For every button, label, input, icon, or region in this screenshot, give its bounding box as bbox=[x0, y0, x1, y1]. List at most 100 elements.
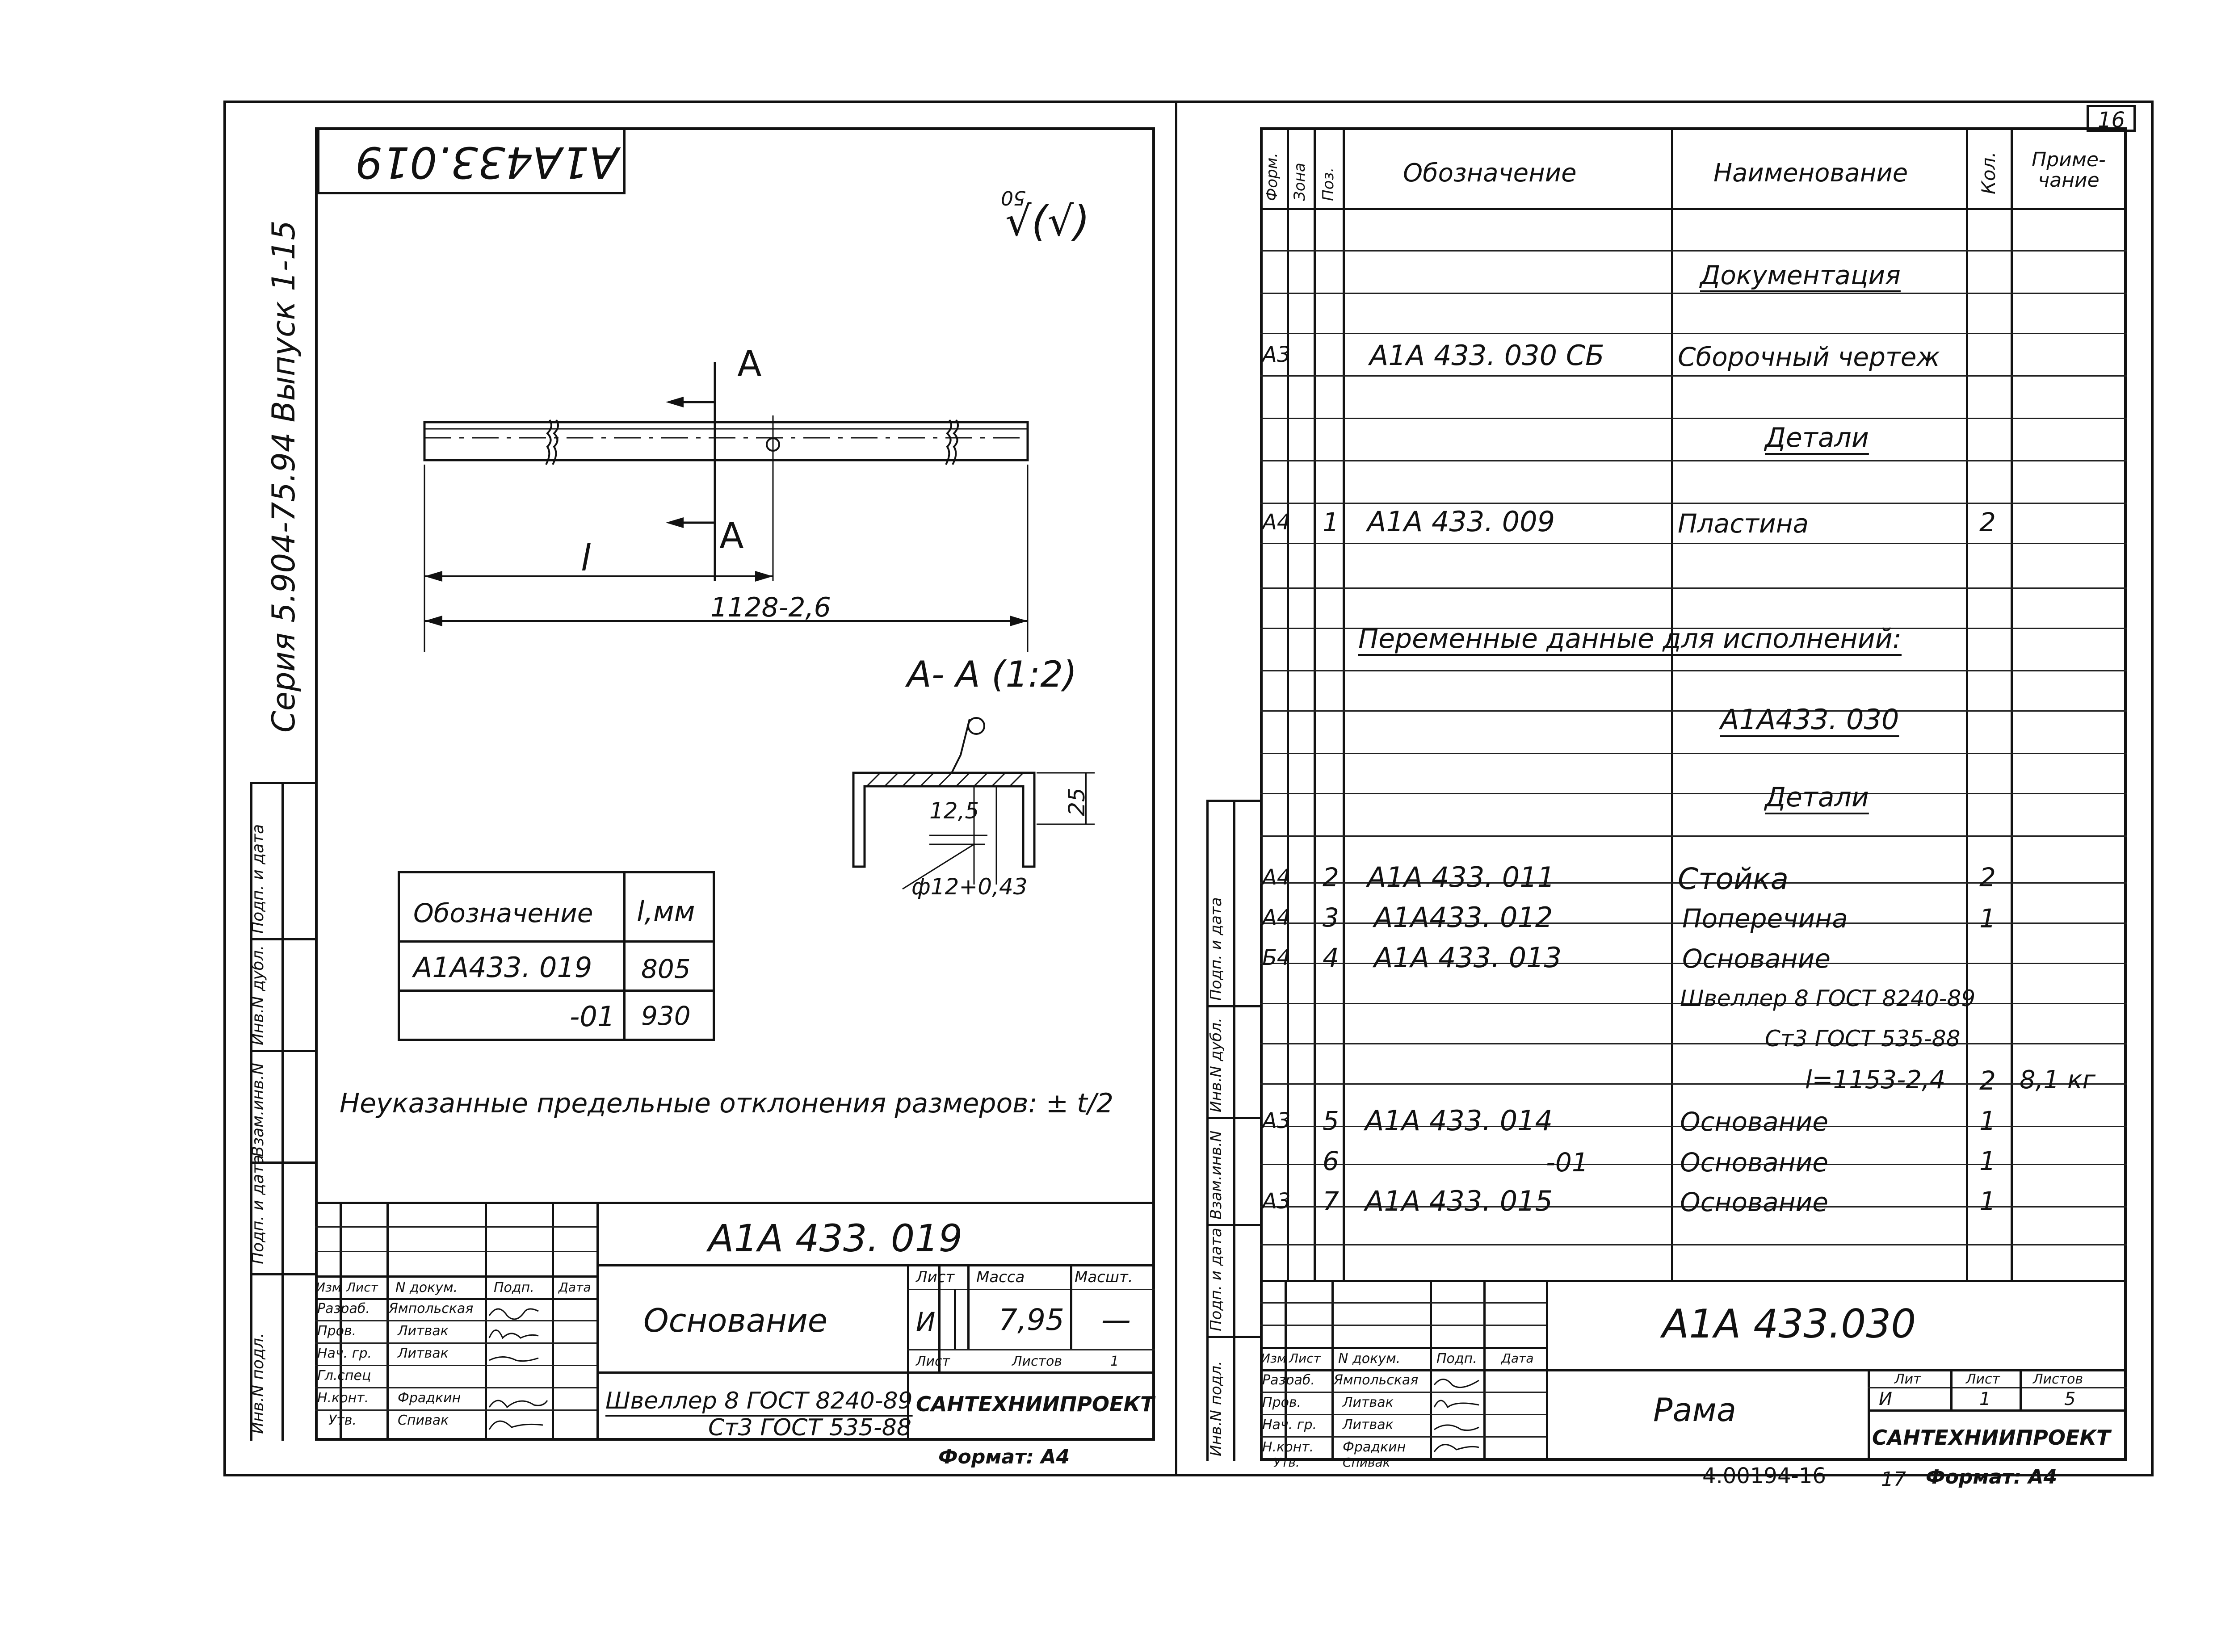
spec-row-note: 8,1 кг bbox=[2020, 1065, 2096, 1094]
spec-row-name: Швеллер 8 ГОСТ 8240-89 bbox=[1680, 985, 1976, 1011]
variant-row-1-code: A1A433. 019 bbox=[413, 951, 592, 984]
right-stamp-4: Инв.N дубл. bbox=[1207, 1018, 1225, 1112]
spec-row-line bbox=[1260, 1003, 2127, 1004]
variant-row-2-code: -01 bbox=[570, 1000, 615, 1033]
variant-table: Обозначение l,мм A1A433. 019 805 -01 930 bbox=[398, 871, 715, 1041]
left-stamp-5: Подп. и дата bbox=[249, 824, 267, 934]
spec-row-name: Основание bbox=[1680, 1187, 1828, 1217]
right-stamp-3: Взам.инв.N bbox=[1207, 1130, 1225, 1220]
spec-row-line bbox=[1260, 670, 2127, 671]
spec-row-code: A1A433. 012 bbox=[1374, 901, 1553, 934]
right-role-2: Пров. bbox=[1262, 1395, 1302, 1410]
right-lit-value: И bbox=[1879, 1389, 1892, 1409]
right-role-3: Нач. гр. bbox=[1262, 1417, 1317, 1433]
spec-row-heading: A1A433. 030 bbox=[1720, 703, 1899, 736]
right-signatures bbox=[1433, 1379, 1479, 1452]
spec-row-pos: 1 bbox=[1323, 507, 1339, 537]
left-role-2: Пров. bbox=[317, 1323, 357, 1339]
spec-row-pos: 4 bbox=[1323, 943, 1339, 973]
spec-row-format: Б4 bbox=[1262, 945, 1291, 970]
left-inner-frame bbox=[315, 127, 1155, 1441]
spec-row-name: Основание bbox=[1680, 1107, 1828, 1137]
spec-row-qty: 2 bbox=[1979, 507, 1996, 537]
spec-row-line bbox=[1260, 628, 2127, 629]
left-person-2: Литвак bbox=[398, 1323, 449, 1339]
right-org: САНТЕХНИИПРОЕКТ bbox=[1872, 1426, 2111, 1450]
spec-row-format: А3 bbox=[1262, 342, 1291, 367]
left-stamp-2: Подп. и дата bbox=[249, 1154, 267, 1264]
left-role-5: Н.конт. bbox=[317, 1390, 369, 1406]
spec-row-qty: 1 bbox=[1979, 1146, 1996, 1176]
section-label-bottom: A bbox=[719, 515, 744, 557]
spec-row-name: Поперечина bbox=[1682, 903, 1848, 934]
variant-header-designation: Обозначение bbox=[413, 898, 593, 928]
spec-header-designation: Обозначение bbox=[1403, 159, 1577, 188]
left-mass-value: 7,95 bbox=[999, 1303, 1064, 1337]
spec-row-line bbox=[1260, 793, 2127, 794]
left-col-mass: Масса bbox=[976, 1268, 1025, 1286]
spec-row-code: A1A 433. 009 bbox=[1367, 505, 1555, 538]
spec-row-line bbox=[1260, 882, 2127, 884]
spec-row-format: А3 bbox=[1262, 1108, 1291, 1133]
section-dim-offset: 12,5 bbox=[929, 798, 979, 824]
spec-row-line bbox=[1260, 1206, 2127, 1208]
spec-row-pos: 5 bbox=[1323, 1106, 1339, 1136]
spec-row-format: А4 bbox=[1262, 510, 1291, 535]
spec-row-line bbox=[1260, 835, 2127, 837]
left-col-lit: Лист bbox=[916, 1268, 955, 1286]
series-side-text: Серия 5.904-75.94 Выпуск 1-15 bbox=[265, 220, 302, 733]
spec-row-qty: 1 bbox=[1979, 903, 1996, 934]
variant-row-2-length: 930 bbox=[641, 1001, 691, 1031]
spec-row-qty: 1 bbox=[1979, 1106, 1996, 1136]
left-role-6: Утв. bbox=[328, 1413, 357, 1428]
left-person-6: Спивак bbox=[398, 1413, 449, 1428]
variant-row-1-length: 805 bbox=[641, 954, 691, 984]
spec-row-code: A1A 433. 011 bbox=[1367, 861, 1555, 893]
right-title-block: A1A 433.030 Рама Лит Лист Листов И 1 5 С… bbox=[1260, 1280, 2127, 1469]
spec-row-wide-heading: Переменные данные для исполнений: bbox=[1358, 623, 1902, 654]
spec-row-heading: Детали bbox=[1765, 422, 1869, 453]
spec-row-line bbox=[1260, 1126, 2127, 1127]
spec-row-line bbox=[1260, 1083, 2127, 1085]
bottom-page: 17 bbox=[1881, 1468, 1906, 1491]
archive-number: 4.00194-16 bbox=[1702, 1463, 1826, 1488]
left-stamp-1: Инв.N подл. bbox=[249, 1333, 267, 1434]
left-role-1: Разраб. bbox=[317, 1301, 370, 1317]
right-stamp-2: Подп. и дата bbox=[1207, 1228, 1225, 1331]
right-hdr-date: Дата bbox=[1501, 1351, 1534, 1366]
spec-row-code: A1A 433. 030 СБ bbox=[1369, 339, 1604, 372]
left-person-5: Фрадкин bbox=[398, 1390, 461, 1406]
right-hdr-list: Лист bbox=[1289, 1351, 1321, 1366]
left-signatures bbox=[488, 1308, 548, 1430]
spec-row-line bbox=[1260, 922, 2127, 924]
spec-row-format: А4 bbox=[1262, 905, 1291, 930]
spec-row-line bbox=[1260, 1244, 2127, 1245]
page-number-box: 16 bbox=[2087, 105, 2136, 132]
right-lit-label: Лит bbox=[1894, 1371, 1921, 1387]
left-title-material-1: Швеллер 8 ГОСТ 8240-89 bbox=[605, 1388, 913, 1414]
spec-row-line bbox=[1260, 1043, 2127, 1044]
section-dim-height: 25 bbox=[1063, 788, 1090, 816]
right-sheet-value: 1 bbox=[1979, 1389, 1991, 1409]
spec-row-name: Пластина bbox=[1678, 508, 1809, 539]
left-sheets-value: 1 bbox=[1110, 1354, 1119, 1369]
spec-row-name: Стойка bbox=[1678, 862, 1789, 896]
right-title-name: Рама bbox=[1653, 1391, 1736, 1429]
spec-row-line bbox=[1260, 753, 2127, 754]
right-sheets-label: Листов bbox=[2033, 1371, 2083, 1387]
left-col-scale: Масшт. bbox=[1075, 1268, 1133, 1286]
right-role-5: Утв. bbox=[1273, 1455, 1300, 1470]
spec-row-qty: 2 bbox=[1979, 862, 1996, 893]
spec-row-pos: 2 bbox=[1323, 862, 1339, 893]
left-title-designation: A1A 433. 019 bbox=[708, 1216, 963, 1260]
section-drawing bbox=[852, 717, 1095, 890]
spec-row-line bbox=[1260, 963, 2127, 964]
spec-row-line bbox=[1260, 418, 2127, 419]
spec-header-note: Приме-чание bbox=[2032, 148, 2106, 192]
spec-row-line bbox=[1260, 293, 2127, 294]
spec-row-line bbox=[1260, 333, 2127, 334]
spec-row-name: Основание bbox=[1682, 943, 1831, 974]
right-hdr-doc: N докум. bbox=[1338, 1351, 1401, 1367]
left-title-material-2: Ст3 ГОСТ 535-88 bbox=[708, 1414, 911, 1441]
spec-row-line bbox=[1260, 1164, 2127, 1165]
